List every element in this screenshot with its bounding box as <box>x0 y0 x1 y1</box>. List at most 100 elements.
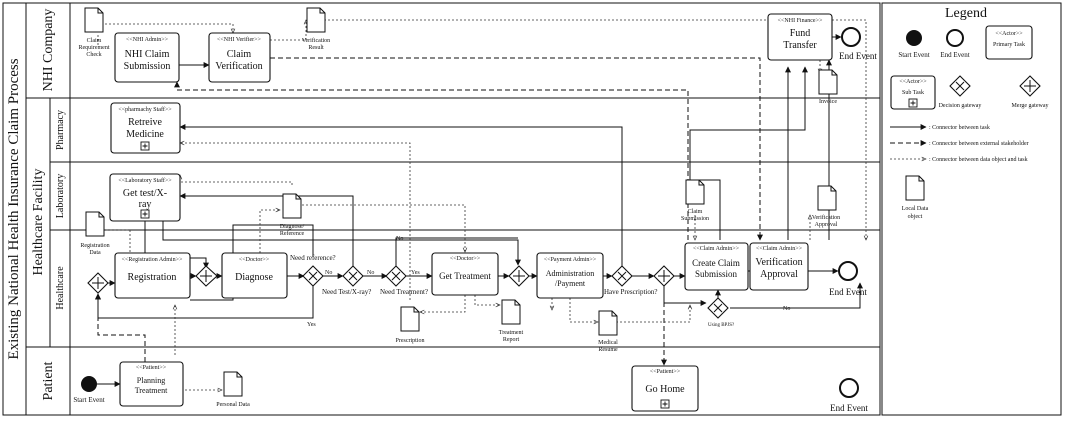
subprocess-marker-icon <box>660 399 670 409</box>
svg-text:<<Patient>>: <<Patient>> <box>136 365 167 371</box>
pool-title: Existing National Health Insurance Claim… <box>6 58 22 359</box>
task-diagnose[interactable]: <<Doctor>> Diagnose <box>221 252 288 299</box>
lane-laboratory-label: Laboratory <box>55 174 66 218</box>
legend-title: Legend <box>945 6 987 21</box>
svg-text:Verification: Verification <box>812 214 840 221</box>
gateway-decision-have-prescription <box>611 265 633 287</box>
data-claim-requirement-check: Claim Requirement Check <box>79 7 110 58</box>
label-using-bpjs: Using BPJS? <box>708 323 735 328</box>
task-nhi-claim-submission[interactable]: <<NHI Admin>> NHI Claim Submission <box>114 32 180 83</box>
legend-decision-gateway-icon <box>949 75 971 97</box>
flow-label-yes-2: Yes <box>307 322 316 328</box>
svg-text:<<Doctor>>: <<Doctor>> <box>450 256 481 262</box>
svg-text:object: object <box>908 214 923 220</box>
legend-merge-gateway-icon <box>1019 75 1041 97</box>
svg-text:Result: Result <box>308 45 324 51</box>
svg-text:<<NHI Verifier>>: <<NHI Verifier>> <box>217 36 262 43</box>
svg-text:Medical: Medical <box>598 340 618 346</box>
task-retreive-medicine[interactable]: <<pharmachy Staff>> Retreive Medicine <box>110 102 181 154</box>
data-prescription: Prescription <box>396 306 425 344</box>
gateway-merge-treatment <box>508 265 530 287</box>
svg-text:Requirement: Requirement <box>79 45 110 51</box>
data-verification-result: Verification Result <box>302 7 330 51</box>
legend-sub-task-icon <box>890 75 936 110</box>
svg-text:End Event: End Event <box>940 51 969 59</box>
connectors <box>95 20 866 390</box>
flow-label-yes-1: Yes <box>411 270 420 276</box>
gateway-decision-need-reference <box>302 265 324 287</box>
svg-text:Check: Check <box>86 52 101 58</box>
svg-text:ray: ray <box>139 199 152 210</box>
svg-text:Submission: Submission <box>124 61 171 72</box>
svg-text:Prescription: Prescription <box>396 338 425 344</box>
data-medical-resume: Medical Resume <box>598 310 618 353</box>
task-fund-transfer[interactable]: <<NHI Finance>> Fund Transfer <box>767 13 833 61</box>
task-get-test[interactable]: <<Laboratory Staff>> Get test/X- ray <box>109 173 181 222</box>
end-event-patient: End Event <box>830 378 868 413</box>
lane-healthcare-facility-label: Healthcare Facility <box>31 169 46 276</box>
svg-text:Start Event: Start Event <box>898 51 929 59</box>
svg-text:Diagnose: Diagnose <box>235 272 273 283</box>
subprocess-marker-icon <box>140 209 150 219</box>
flow-label-no-3: No <box>396 236 403 242</box>
svg-text:End Event: End Event <box>829 287 867 297</box>
svg-text:<<Claim Admin>>: <<Claim Admin>> <box>693 246 740 252</box>
svg-text:Go Home: Go Home <box>645 384 685 395</box>
label-need-treatment: Need Treatment? <box>380 288 428 296</box>
svg-text:Get Treatment: Get Treatment <box>439 271 491 281</box>
gateway-decision-using-bpjs <box>707 297 729 319</box>
svg-text:Merge gateway: Merge gateway <box>1011 103 1048 109</box>
svg-text:Resume: Resume <box>598 347 618 353</box>
svg-text:/Payment: /Payment <box>555 279 586 288</box>
svg-text:Decision gateway: Decision gateway <box>939 103 982 109</box>
svg-text:Approval: Approval <box>760 269 798 280</box>
svg-text:<<NHI Admin>>: <<NHI Admin>> <box>126 37 169 43</box>
flow-label-no-2: No <box>367 270 374 276</box>
subprocess-marker-icon <box>140 141 150 151</box>
data-personal-data: Personal Data <box>216 371 250 408</box>
svg-text:Registration: Registration <box>80 243 109 249</box>
svg-text:<<Actor>>: <<Actor>> <box>995 31 1023 37</box>
svg-text:Local Data: Local Data <box>902 206 929 212</box>
svg-text:Data: Data <box>89 250 101 256</box>
svg-text:Claim: Claim <box>87 38 102 44</box>
task-claim-verification[interactable]: <<NHI Verifier>> Claim Verification <box>208 32 271 83</box>
task-create-claim-submission[interactable]: <<Claim Admin>> Create Claim Submission <box>684 242 749 291</box>
svg-text:: Connector between external s: : Connector between external stakeholder <box>929 141 1029 147</box>
data-treatment-report: Treatment Report <box>499 299 524 343</box>
flow-label-no-4: No <box>783 306 790 312</box>
task-planning-treatment[interactable]: <<Patient>> Planning Treatment <box>119 361 184 407</box>
svg-text:: Connector between data objec: : Connector between data object and task <box>929 157 1028 163</box>
task-registration[interactable]: <<Registration Admin>> Registration <box>114 252 191 299</box>
svg-text:Registration: Registration <box>128 272 177 283</box>
task-administration-payment[interactable]: <<Payment Admin>> Administration /Paymen… <box>536 252 604 299</box>
start-event: Start Event <box>73 376 105 404</box>
task-verification-approval[interactable]: <<Claim Admin>> Verification Approval <box>749 242 809 291</box>
label-need-reference: Need reference? <box>290 254 336 262</box>
task-get-treatment[interactable]: <<Doctor>> Get Treatment <box>431 252 499 296</box>
lane-healthcare-label: Healthcare <box>55 266 66 310</box>
svg-text:Claim: Claim <box>227 49 252 60</box>
lane-patient-label: Patient <box>41 361 56 400</box>
svg-text:Verification: Verification <box>302 37 330 44</box>
svg-text:Start Event: Start Event <box>73 396 104 404</box>
data-invoice: Invoice <box>818 69 838 105</box>
legend-end-event-icon <box>946 29 964 47</box>
gateway-merge-prescription <box>653 265 675 287</box>
svg-text:Medicine: Medicine <box>126 129 164 140</box>
svg-text:<<Claim Admin>>: <<Claim Admin>> <box>756 246 803 252</box>
svg-text:<<Payment Admin>>: <<Payment Admin>> <box>544 257 597 263</box>
task-go-home[interactable]: <<Patient>> Go Home <box>631 365 699 412</box>
svg-text:<<pharmachy Staff>>: <<pharmachy Staff>> <box>118 106 172 113</box>
lane-pharmacy-label: Pharmacy <box>55 110 66 150</box>
lane-nhi-label: NHI Company <box>41 9 56 92</box>
svg-text:Diagnose/: Diagnose/ <box>280 224 305 230</box>
legend-local-data-icon <box>905 175 925 201</box>
svg-text:End Event: End Event <box>830 403 868 413</box>
svg-text:Transfer: Transfer <box>783 40 817 51</box>
svg-text:NHI Claim: NHI Claim <box>125 49 170 60</box>
svg-text:<<Registration Admin>>: <<Registration Admin>> <box>122 257 183 263</box>
svg-text:Fund: Fund <box>790 28 811 39</box>
svg-text:<<Laboratory Staff>>: <<Laboratory Staff>> <box>118 177 172 184</box>
